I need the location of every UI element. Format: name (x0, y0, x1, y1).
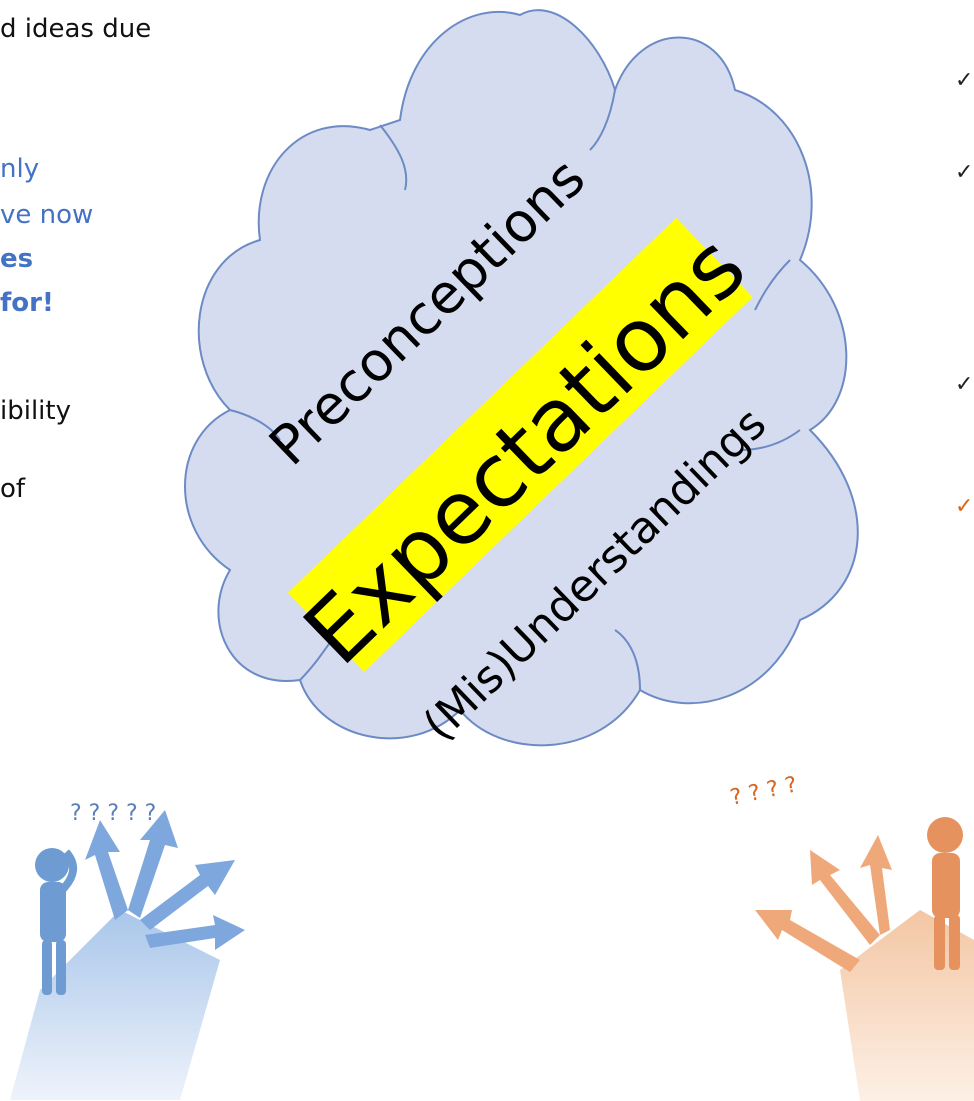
checkmark-icon: ✓ (955, 68, 974, 93)
left-text-line-2: nly (0, 154, 40, 184)
highlight-band (287, 217, 753, 673)
confused-person-left-illustration: ? ? ? ? ? (10, 801, 245, 1100)
question-marks-right: ? ? ? ? (728, 772, 799, 811)
checkmark-icon: ✓ (955, 494, 974, 519)
left-text-line-3: ve now (0, 200, 94, 230)
left-text-line-7: of (0, 474, 26, 504)
left-text-line-1: d ideas due (0, 14, 152, 44)
confused-person-right-illustration: ? ? ? ? (728, 772, 974, 1101)
left-text-line-4: es (0, 244, 34, 274)
checkmark-icon: ✓ (955, 160, 974, 185)
question-marks-left: ? ? ? ? ? (70, 801, 156, 826)
left-text-line-5: for! (0, 288, 54, 318)
checkmark-icon: ✓ (955, 372, 974, 397)
left-text-line-6: ibility (0, 396, 71, 426)
